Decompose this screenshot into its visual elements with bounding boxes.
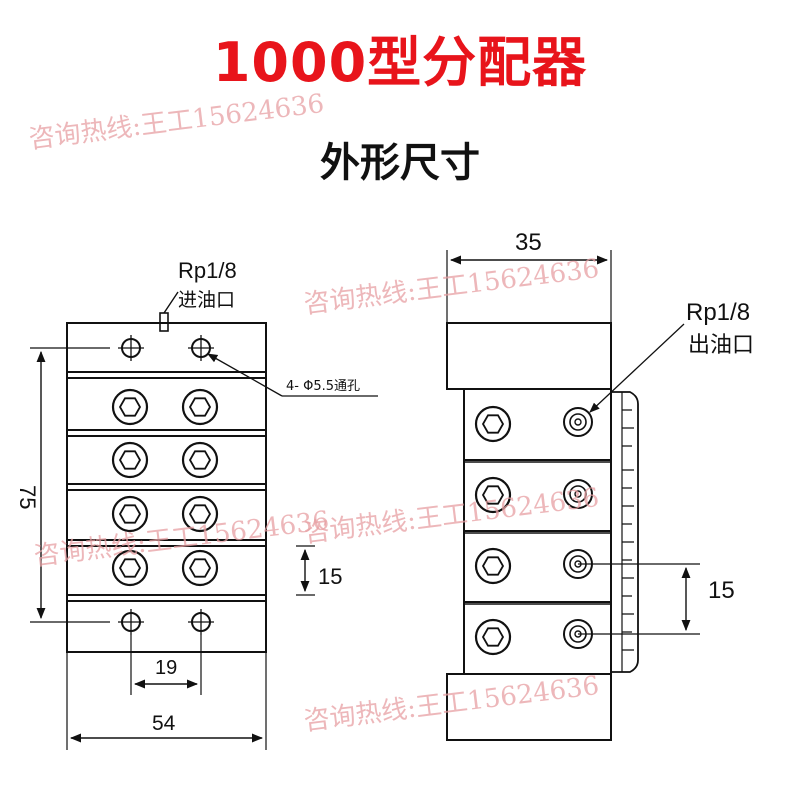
hole-spacing-dim-label: 19 [155, 657, 177, 679]
side-top-block [446, 322, 612, 390]
height-dim-label: 75 [15, 485, 40, 509]
inlet-label: 进油口 [178, 289, 235, 311]
outlet-port-icon [563, 407, 593, 437]
width-dim-label: 54 [152, 712, 176, 735]
front-body-outline [66, 322, 267, 653]
mount-hole-icon [117, 334, 145, 362]
watermark-text: 咨询热线:王工15624636 [302, 483, 601, 549]
hex-bolt-icon [111, 441, 149, 479]
depth-dim-label: 35 [515, 229, 542, 256]
side-view [446, 250, 700, 741]
side-segment [463, 601, 612, 675]
side-pitch-dim-label: 15 [708, 577, 735, 604]
hex-bolt-icon [181, 549, 219, 587]
side-segment [463, 530, 612, 603]
hex-bolt-icon [111, 495, 149, 533]
watermark-text: 咨询热线:王工15624636 [302, 671, 601, 737]
mount-hole-icon [187, 608, 215, 636]
hex-bolt-icon [181, 388, 219, 426]
inlet-thread-label: Rp1/8 [178, 258, 237, 283]
page-subtitle: 外形尺寸 [320, 140, 480, 186]
hex-bolt-icon [474, 405, 512, 443]
outlet-thread-label: Rp1/8 [686, 299, 750, 326]
hex-bolt-icon [474, 618, 512, 656]
side-segment [463, 388, 612, 461]
outlet-label: 出油口 [688, 333, 754, 358]
page-title: 1000型分配器 [212, 31, 588, 94]
front-view [30, 291, 378, 750]
mount-hole-icon [117, 608, 145, 636]
mount-hole-icon [187, 334, 215, 362]
watermark-text: 咨询热线:王工15624636 [27, 89, 326, 155]
watermark-text: 咨询热线:王工15624636 [302, 254, 601, 320]
hex-bolt-icon [111, 388, 149, 426]
side-rib-outline [611, 391, 639, 673]
hex-bolt-icon [181, 441, 219, 479]
watermark-text: 咨询热线:王工15624636 [32, 506, 331, 572]
hex-bolt-icon [474, 547, 512, 585]
hole-spec-label: 4- Φ5.5通孔 [286, 379, 360, 394]
front-pitch-dim-label: 15 [318, 564, 342, 589]
